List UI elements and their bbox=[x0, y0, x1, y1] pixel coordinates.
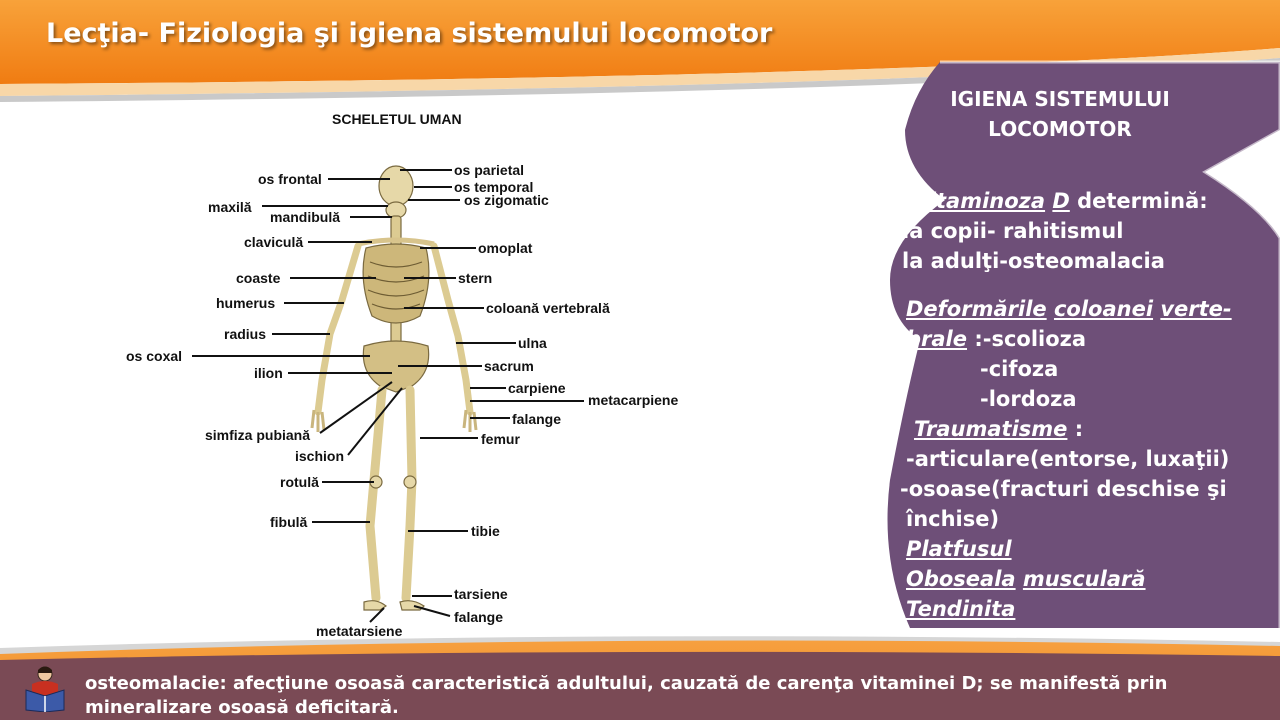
adults-line: la adulţi-osteomalacia bbox=[902, 249, 1165, 273]
panel-heading-line-2: LOCOMOTOR bbox=[988, 117, 1132, 141]
info-panel: IGIENA SISTEMULUI LOCOMOTOR Avitaminoza … bbox=[900, 84, 1275, 624]
label-carpiene: carpiene bbox=[508, 380, 566, 396]
brale-term: brale bbox=[906, 327, 968, 351]
skeleton-illustration bbox=[310, 165, 478, 611]
label-maxila: maxilă bbox=[208, 199, 252, 215]
tendinita-term: Tendinita bbox=[906, 597, 1016, 621]
label-ilion: ilion bbox=[254, 365, 283, 381]
avitaminoza-line: Avitaminoza D determină: bbox=[900, 186, 1275, 216]
cifoza-line: -cifoza bbox=[980, 357, 1059, 381]
coloanei-term: coloanei bbox=[1053, 297, 1154, 321]
reader-icon bbox=[25, 666, 65, 712]
label-fibula: fibulă bbox=[270, 514, 308, 530]
deformari-line: Deformările coloanei verte- bbox=[900, 294, 1275, 324]
label-ischion: ischion bbox=[295, 448, 345, 464]
platfus-line: Platfusul bbox=[900, 534, 1275, 564]
osoase-line-1: -osoase(fracturi deschise şi bbox=[900, 477, 1227, 501]
label-os-parietal: os parietal bbox=[454, 162, 525, 178]
avitaminoza-verb: determină: bbox=[1069, 189, 1208, 213]
scolioza-text: :-scolioza bbox=[967, 327, 1087, 351]
tendinita-line: Tendinita bbox=[900, 594, 1275, 624]
platfus-term: Platfusul bbox=[906, 537, 1012, 561]
label-metacarpiene: metacarpiene bbox=[588, 392, 679, 408]
label-clavicula: claviculă bbox=[244, 234, 304, 250]
oboseala-line: Oboseala musculară bbox=[900, 564, 1275, 594]
traumatisme-colon: : bbox=[1067, 417, 1084, 441]
label-simfiza-pubiana: simfiza pubiană bbox=[205, 427, 311, 443]
label-mandibula: mandibulă bbox=[270, 209, 341, 225]
label-os-zigomatic: os zigomatic bbox=[464, 192, 549, 208]
label-rotula: rotulă bbox=[280, 474, 319, 490]
label-femur: femur bbox=[481, 431, 520, 447]
label-coloana-vertebrala: coloană vertebrală bbox=[486, 300, 610, 316]
label-tarsiene: tarsiene bbox=[454, 586, 508, 602]
label-stern: stern bbox=[458, 270, 493, 286]
panel-heading-line-1: IGIENA SISTEMULUI bbox=[950, 87, 1170, 111]
children-line: la copii- rahitismul bbox=[902, 219, 1124, 243]
label-ulna: ulna bbox=[518, 335, 547, 351]
pointer-lines bbox=[192, 169, 584, 623]
label-sacrum: sacrum bbox=[484, 358, 534, 374]
lordoza-line: -lordoza bbox=[980, 387, 1077, 411]
footer-banner bbox=[0, 636, 1280, 720]
label-os-frontal: os frontal bbox=[258, 171, 322, 187]
brale-line: brale :-scolioza bbox=[900, 324, 1275, 354]
footer-definition: osteomalacie: afecţiune osoasă caracteri… bbox=[85, 673, 1168, 718]
label-coaste: coaste bbox=[236, 270, 281, 286]
label-os-coxal: os coxal bbox=[126, 348, 183, 364]
label-tibie: tibie bbox=[471, 523, 500, 539]
deformari-term: Deformările bbox=[906, 297, 1047, 321]
label-radius: radius bbox=[224, 326, 267, 342]
vitamin-d-term: D bbox=[1052, 189, 1070, 213]
oboseala-term: Oboseala bbox=[906, 567, 1016, 591]
traumatisme-line: Traumatisme : bbox=[900, 414, 1275, 444]
label-falange-picior: falange bbox=[454, 609, 504, 625]
osoase-line-2: închise) bbox=[906, 507, 1000, 531]
avitaminoza-term: Avitaminoza bbox=[900, 189, 1046, 213]
musculara-term: musculară bbox=[1022, 567, 1146, 591]
label-omoplat: omoplat bbox=[478, 240, 533, 256]
panel-heading: IGIENA SISTEMULUI LOCOMOTOR bbox=[900, 84, 1220, 144]
traumatisme-term: Traumatisme bbox=[914, 417, 1068, 441]
diagram-title: SCHELETUL UMAN bbox=[332, 111, 462, 127]
articulare-line: -articulare(entorse, luxaţii) bbox=[906, 447, 1230, 471]
verte-term: verte- bbox=[1160, 297, 1232, 321]
label-metatarsiene: metatarsiene bbox=[316, 623, 403, 639]
slide-title: Lecţia- Fiziologia şi igiena sistemului … bbox=[46, 18, 773, 49]
label-os-temporal: os temporal bbox=[454, 179, 534, 195]
label-falange-mana: falange bbox=[512, 411, 562, 427]
label-humerus: humerus bbox=[216, 295, 276, 311]
